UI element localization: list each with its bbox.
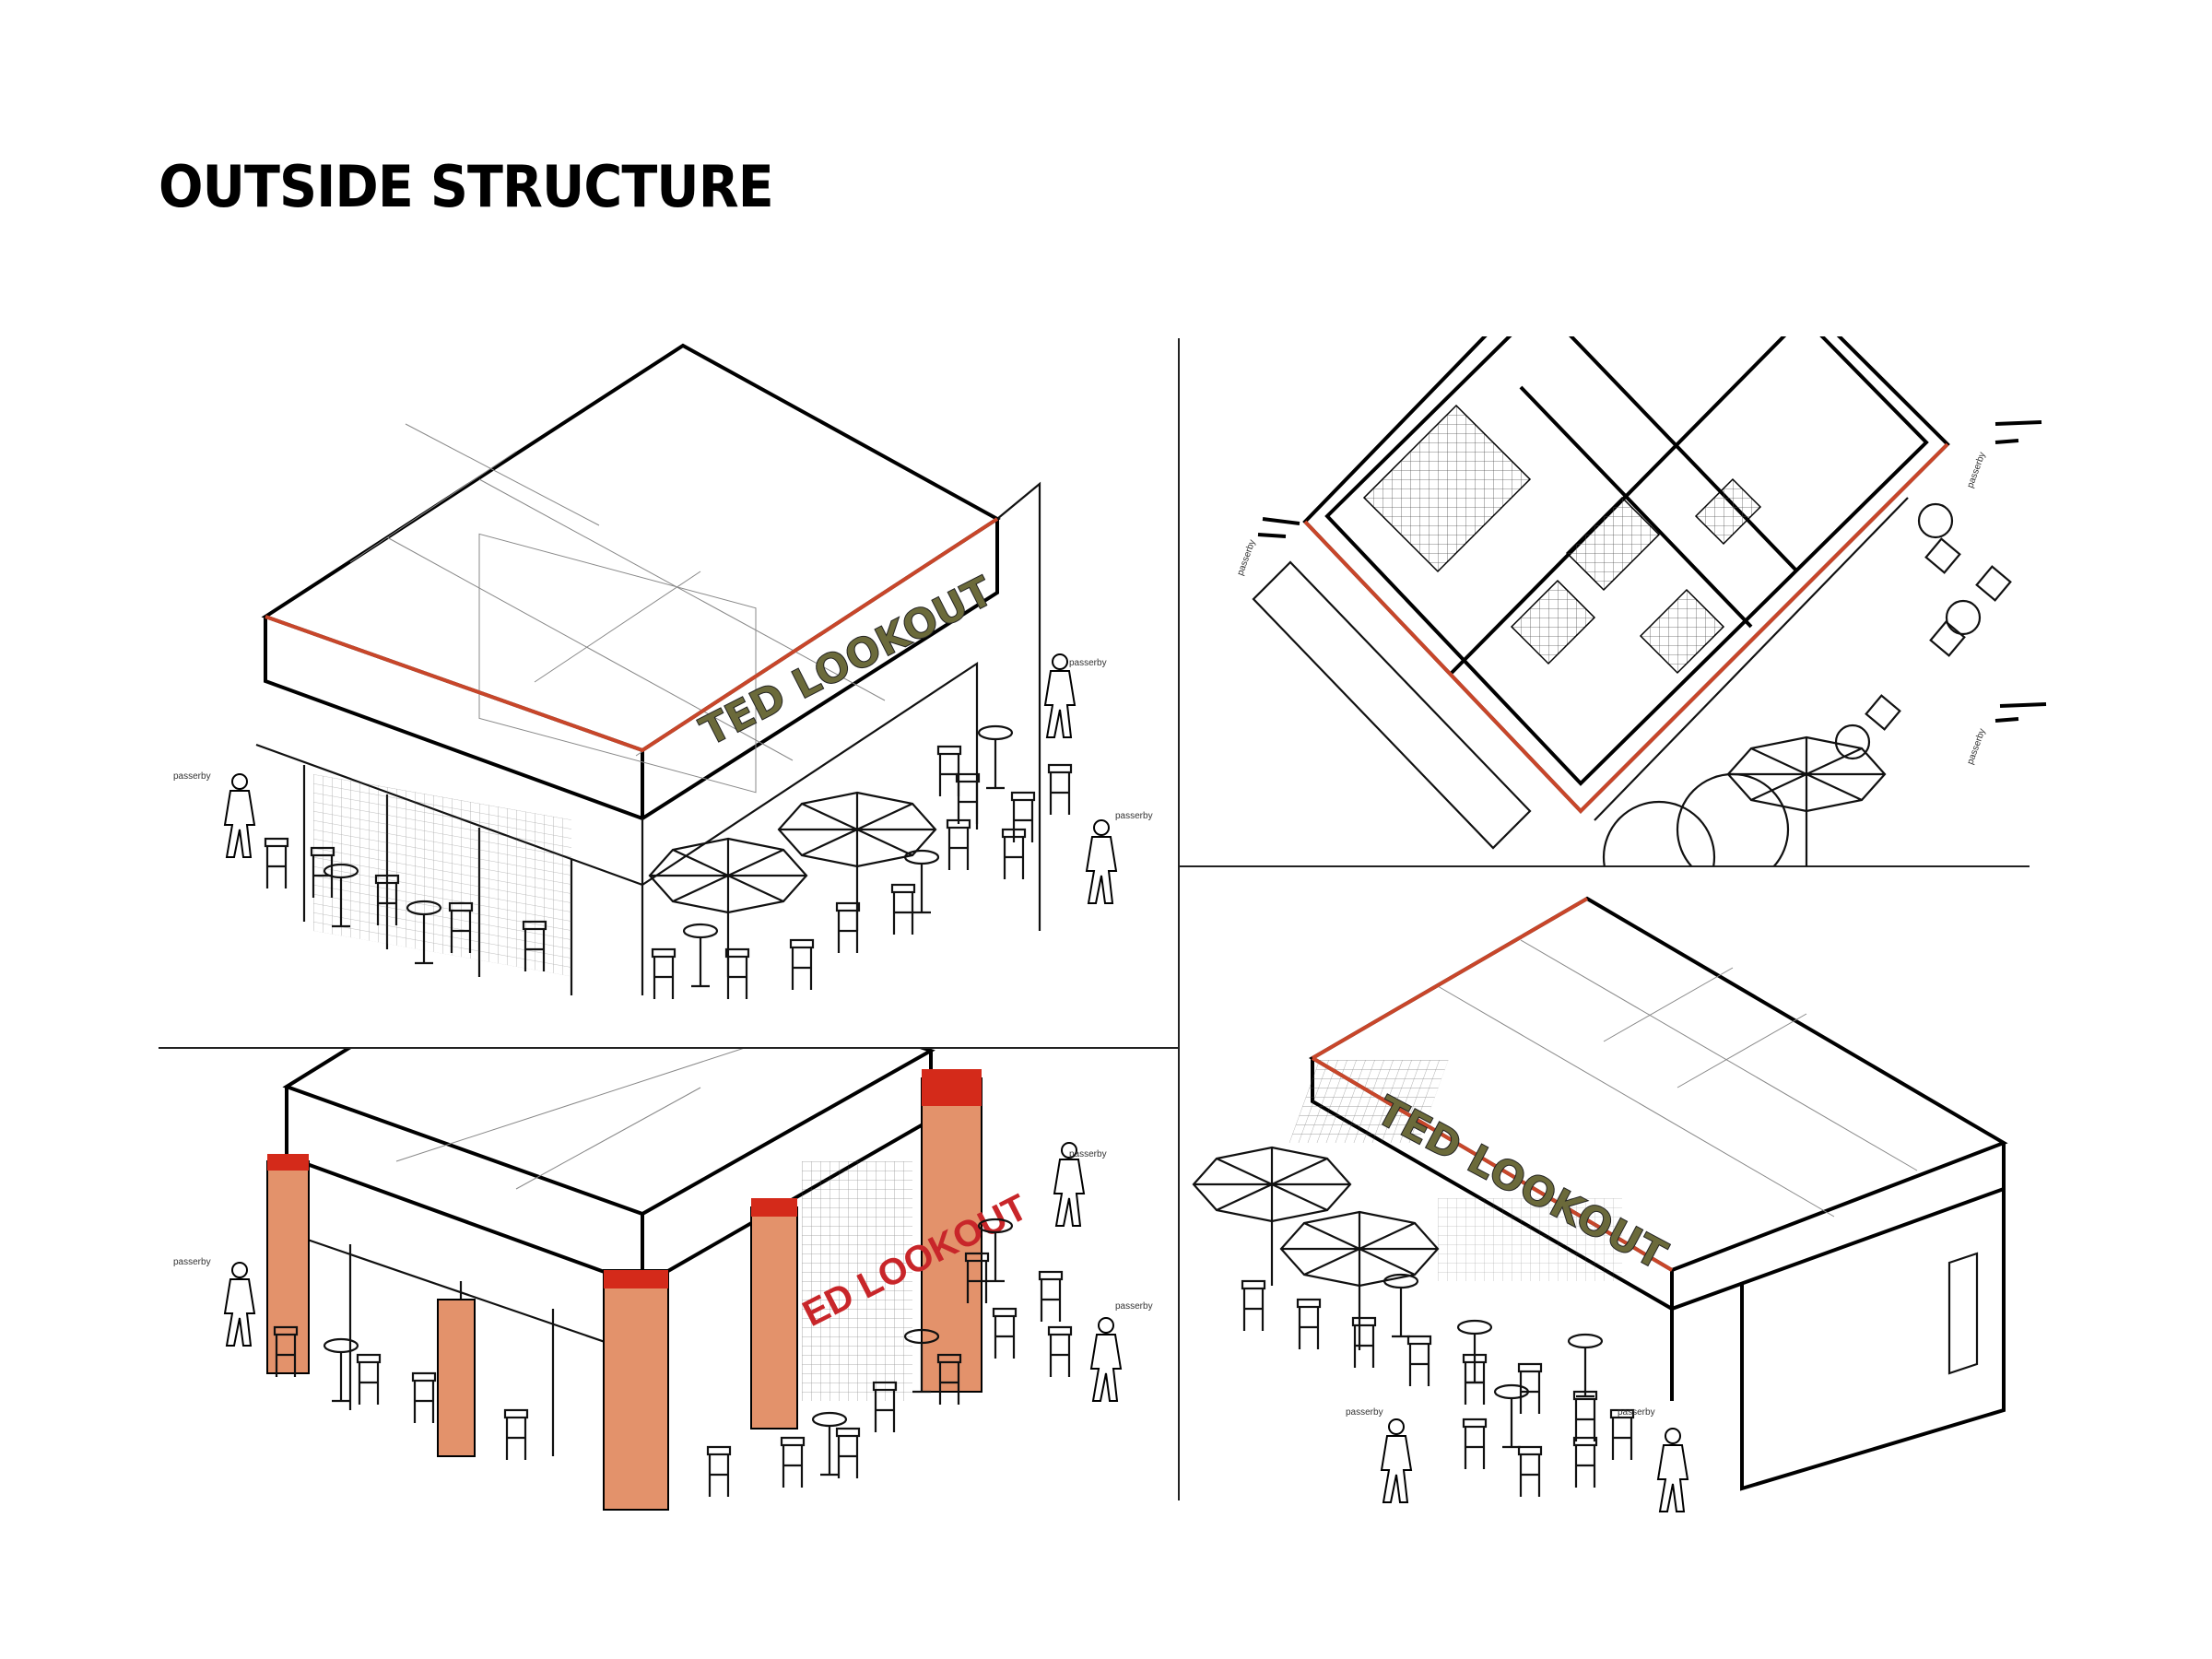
storefront-sign: TED LOOKOUT xyxy=(693,568,1001,756)
floor-plan-view: passerby passerby passerby xyxy=(1235,336,2047,866)
orange-pillar xyxy=(266,1160,310,1374)
isometric-view-top-left: TED LOOKOUT passerby passerby passerby xyxy=(173,343,1153,1001)
passerby-label: passerby xyxy=(1618,1407,1655,1418)
passerby-label: passerby xyxy=(1115,811,1153,821)
passerby-label: passerby xyxy=(1235,538,1257,577)
passerby-label: passerby xyxy=(1965,727,1987,766)
isometric-view-bottom-right: TED LOOKOUT passerby passerby xyxy=(1192,896,2008,1512)
passerby-label: passerby xyxy=(1069,658,1107,668)
passerby-label: passerby xyxy=(173,771,211,782)
passerby-label: passerby xyxy=(1346,1407,1383,1418)
page-title: OUTSIDE STRUCTURE xyxy=(159,153,774,220)
passerby-label: passerby xyxy=(1965,451,1987,489)
orange-pillar xyxy=(603,1269,669,1511)
orange-pillar xyxy=(750,1206,798,1430)
orange-pillar xyxy=(437,1299,476,1457)
isometric-view-bottom-left: ED LOOKOUT passerby passerby passerby xyxy=(173,1049,1153,1511)
passerby-label: passerby xyxy=(173,1257,211,1267)
passerby-label: passerby xyxy=(1069,1149,1107,1159)
passerby-label: passerby xyxy=(1115,1301,1153,1312)
